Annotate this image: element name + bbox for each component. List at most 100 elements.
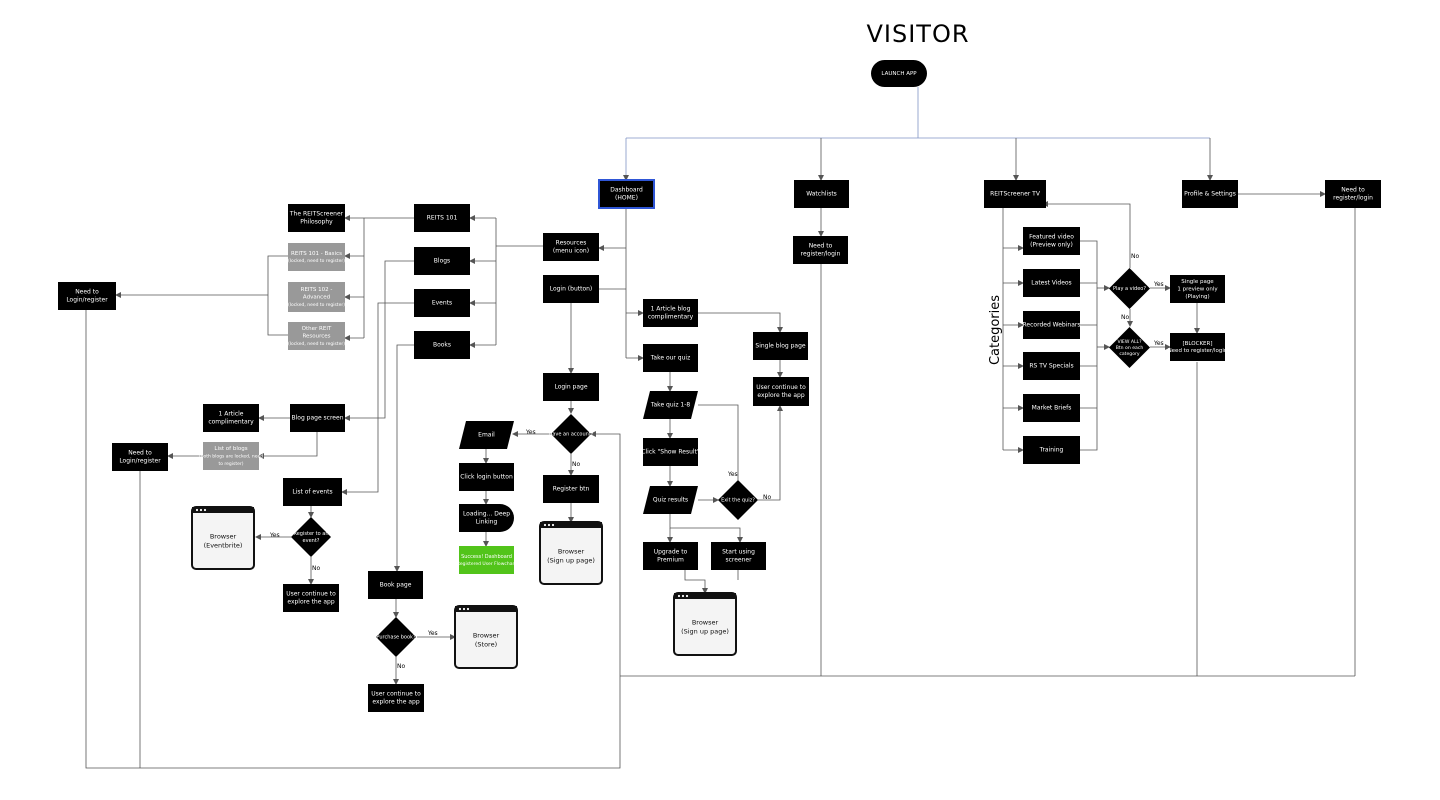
show-result-text: Click "Show Result"	[641, 449, 700, 456]
loading-text-1: Loading... Deep	[463, 510, 510, 517]
resources-node: Resources(menu icon)	[543, 233, 599, 261]
success-text-1: Success! Dashboard	[461, 554, 512, 560]
need-register-watch-node: Need to register/login	[793, 236, 848, 264]
blogs-text: Blogs	[434, 258, 450, 265]
show-result-node: Click "Show Result"	[641, 438, 700, 466]
events-node: Events	[414, 289, 470, 317]
blog-page-screen-text: Blog page screen	[291, 415, 343, 422]
books-node: Books	[414, 331, 470, 359]
launch-node: LAUNCH APP	[871, 60, 927, 87]
take-quiz-node: Take our quiz	[643, 344, 698, 372]
profile-node: Profile & Settings	[1182, 180, 1238, 208]
browser-store-text-1: Browser	[473, 632, 500, 640]
dashboard-text-1: Dashboard	[610, 186, 643, 193]
need-register-profile-text-2: register/login	[1333, 195, 1373, 202]
philosophy-text-1: The REITScreener	[289, 210, 344, 217]
yes-label-view-all: Yes	[1153, 340, 1164, 347]
recorded-webinars-text: Recorded Webinars	[1023, 322, 1081, 329]
featured-video-node: Featured video(Preview only)	[1023, 227, 1080, 255]
need-login-blogs-text-1: Need to	[128, 449, 152, 456]
yes-label-exit-quiz: Yes	[727, 471, 738, 478]
list-blogs-text-2: (both blogs are locked, need	[199, 454, 263, 460]
events-text: Events	[432, 300, 452, 307]
browser-eventbrite-text-2: (Eventbrite)	[204, 541, 243, 549]
browser-signup-quiz-text-1: Browser	[692, 619, 719, 627]
upgrade-text-1: Upgrade to	[654, 548, 688, 555]
take-quiz-18-node: Take quiz 1-8	[643, 391, 698, 419]
login-button-node: Login (button)	[543, 275, 599, 303]
upgrade-text-2: Premium	[657, 557, 684, 564]
article-compl-text-2: complimentary	[208, 419, 254, 426]
no-label-have-account: No	[572, 461, 580, 468]
login-button-text: Login (button)	[550, 286, 593, 293]
need-register-watch-text-1: Need to	[809, 242, 833, 249]
register-btn-node: Register btn	[543, 475, 599, 503]
email-node: Email	[459, 421, 514, 449]
play-video-text: Play a video?	[1113, 286, 1146, 292]
books-text: Books	[433, 342, 451, 349]
list-events-node: List of events	[283, 478, 342, 506]
market-briefs-text: Market Briefs	[1032, 405, 1072, 412]
continue-explore-books-text-2: explore the app	[372, 699, 419, 706]
list-blogs-node: List of blogs(both blogs are locked, nee…	[199, 442, 263, 470]
other-reit-text-1: Other REIT	[302, 326, 332, 332]
reits102-adv-text-2: Advanced	[303, 295, 330, 301]
list-blogs-text-3: to register)	[218, 461, 243, 467]
click-login-text: Click login button	[460, 474, 513, 481]
browser-signup-login-text-2: (Sign up page)	[547, 556, 595, 564]
start-using-text-1: Start using	[722, 548, 755, 555]
browser-signup-quiz-node: Browser(Sign up page)	[673, 592, 737, 656]
watchlists-node: Watchlists	[794, 180, 849, 208]
view-all-text-3: category	[1119, 351, 1140, 357]
take-quiz-18-text: Take quiz 1-8	[650, 402, 691, 409]
yes-label-have-account: Yes	[525, 429, 536, 436]
reits101-text: REITS 101	[427, 215, 458, 222]
single-page-preview-text-2: 1 preview only	[1177, 287, 1218, 293]
email-text: Email	[478, 432, 495, 439]
exit-quiz-text: Exit the quiz?	[721, 498, 755, 504]
no-label-view-all: No	[1121, 314, 1129, 321]
watchlists-text: Watchlists	[806, 191, 837, 198]
upgrade-node: Upgrade to Premium	[643, 542, 698, 570]
blocker-text-2: Need to register/login	[1168, 348, 1228, 354]
article-blog-text-1: 1 Article blog	[651, 305, 691, 312]
success-text-2: (Registered User Flowchart)	[455, 561, 518, 567]
purchase-book-node: Purchase book?	[376, 617, 416, 657]
yes-label-purchase-book: Yes	[427, 630, 438, 637]
login-page-text: Login page	[554, 384, 587, 391]
exit-quiz-node: Exit the quiz?	[718, 480, 758, 520]
single-blog-node: Single blog page	[753, 332, 808, 360]
continue-explore-quiz-text-1: User continue to	[756, 384, 806, 391]
book-page-node: Book page	[368, 571, 423, 599]
reits102-adv-node: REITS 102 -Advanced(locked, need to regi…	[288, 282, 345, 312]
dashboard-text-2: (HOME)	[615, 195, 638, 202]
no-label-purchase-book: No	[397, 663, 405, 670]
latest-videos-text: Latest Videos	[1031, 280, 1071, 287]
browser-eventbrite-node: Browser(Eventbrite)	[191, 506, 255, 570]
continue-explore-events-text-2: explore the app	[287, 599, 334, 606]
browser-signup-login-text-1: Browser	[558, 548, 585, 556]
view-all-text-1: VIEW ALL?	[1117, 339, 1142, 345]
loading-text-2: Linking	[476, 519, 498, 526]
no-label-play-video: No	[1131, 253, 1139, 260]
browser-signup-login-node: Browser(Sign up page)	[539, 521, 603, 585]
launch-text: LAUNCH APP	[881, 71, 917, 77]
training-node: Training	[1023, 436, 1080, 464]
continue-explore-events-text-1: User continue to	[286, 590, 336, 597]
browser-signup-quiz-text-2: (Sign up page)	[681, 627, 729, 635]
yes-label-register-event: Yes	[269, 532, 280, 539]
reits101-node: REITS 101	[414, 204, 470, 232]
continue-explore-books-text-1: User continue to	[371, 690, 421, 697]
reits102-adv-text-1: REITS 102 -	[301, 287, 333, 293]
browser-store-text-2: (Store)	[475, 640, 497, 648]
profile-text: Profile & Settings	[1184, 191, 1236, 198]
need-register-watch-text-2: register/login	[801, 251, 841, 258]
need-login-left-text-1: Need to	[75, 288, 99, 295]
